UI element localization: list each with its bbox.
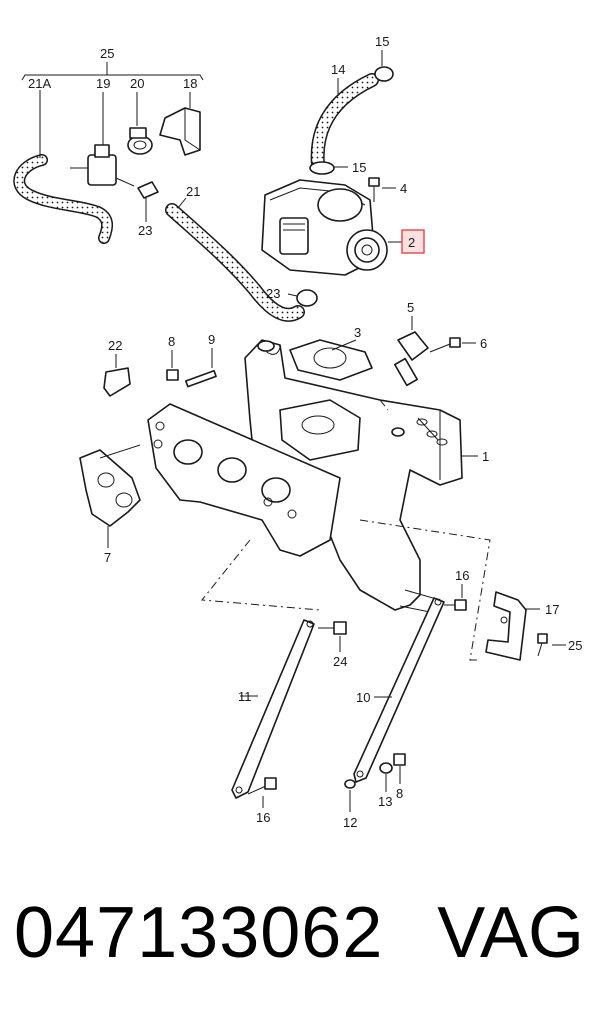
callout-1: 1 [482, 449, 489, 464]
bolt-24 [318, 621, 347, 652]
gasket-3 [289, 339, 373, 381]
callout-21: 21 [186, 184, 200, 199]
callout-10: 10 [356, 690, 370, 705]
callout-2: 2 [408, 235, 415, 250]
callout-23-right: 23 [266, 286, 280, 301]
hose-21 [165, 197, 305, 322]
bolt-16-bottom [247, 777, 277, 808]
reference-lines [201, 399, 491, 661]
callout-23-left: 23 [138, 223, 152, 238]
screw-6 [429, 337, 476, 353]
callout-6: 6 [480, 336, 487, 351]
clamp-20 [127, 92, 153, 155]
callout-8-bottom: 8 [396, 786, 403, 801]
stud-9 [185, 348, 217, 388]
callout-12: 12 [343, 815, 357, 830]
callout-16-top: 16 [455, 568, 469, 583]
callout-25-group: 25 [100, 46, 114, 61]
hose-14 [310, 73, 379, 172]
callout-15-mid: 15 [352, 160, 366, 175]
callout-3: 3 [354, 325, 361, 340]
callout-11: 11 [238, 689, 252, 704]
callout-4: 4 [400, 181, 407, 196]
clip-23-left [137, 181, 159, 222]
nut-8-bottom [393, 753, 406, 784]
exploded-parts-diagram: 25 21A 19 20 18 15 14 15 4 21 23 2 23 5 … [13, 34, 582, 830]
gasket-7 [79, 444, 141, 548]
clip-22 [103, 354, 131, 397]
group-bracket-25 [21, 62, 204, 81]
clamp-15-mid [309, 161, 348, 175]
bracket-17 [485, 591, 540, 661]
callout-8-top: 8 [168, 334, 175, 349]
callout-18: 18 [183, 76, 197, 91]
throttle-body-2 [261, 179, 425, 276]
nut-8-top [166, 350, 179, 381]
callout-16-bottom: 16 [256, 810, 270, 825]
strut-10 [353, 597, 445, 783]
callout-21a: 21A [28, 76, 51, 91]
brand-name: VAG [437, 893, 584, 973]
callout-5: 5 [407, 300, 414, 315]
highlight-box-2 [401, 229, 425, 254]
callout-19: 19 [96, 76, 110, 91]
screw-4 [368, 177, 396, 202]
hose-21a [13, 90, 114, 244]
callout-7: 7 [104, 550, 111, 565]
part-number: 047133062 [14, 893, 384, 973]
callout-9: 9 [208, 332, 215, 347]
footer: 047133062 VAG [0, 878, 600, 988]
clamp-15-top [374, 50, 394, 82]
callout-22: 22 [108, 338, 122, 353]
callout-17: 17 [545, 602, 559, 617]
callout-14: 14 [331, 62, 345, 77]
valve-19 [70, 92, 135, 187]
callout-25-right: 25 [568, 638, 582, 653]
bracket-18 [159, 92, 201, 156]
callout-20: 20 [130, 76, 144, 91]
washer-12 [344, 779, 356, 812]
intake-manifold-1 [147, 339, 478, 613]
screw-16-top [444, 584, 467, 611]
clip-23-right [287, 289, 318, 307]
strut-11 [231, 619, 315, 799]
screw-25-right [537, 633, 566, 657]
washer-13 [379, 762, 393, 792]
callout-15-top: 15 [375, 34, 389, 49]
callout-24: 24 [333, 654, 347, 669]
callout-13: 13 [378, 794, 392, 809]
sensor-5 [394, 316, 429, 387]
